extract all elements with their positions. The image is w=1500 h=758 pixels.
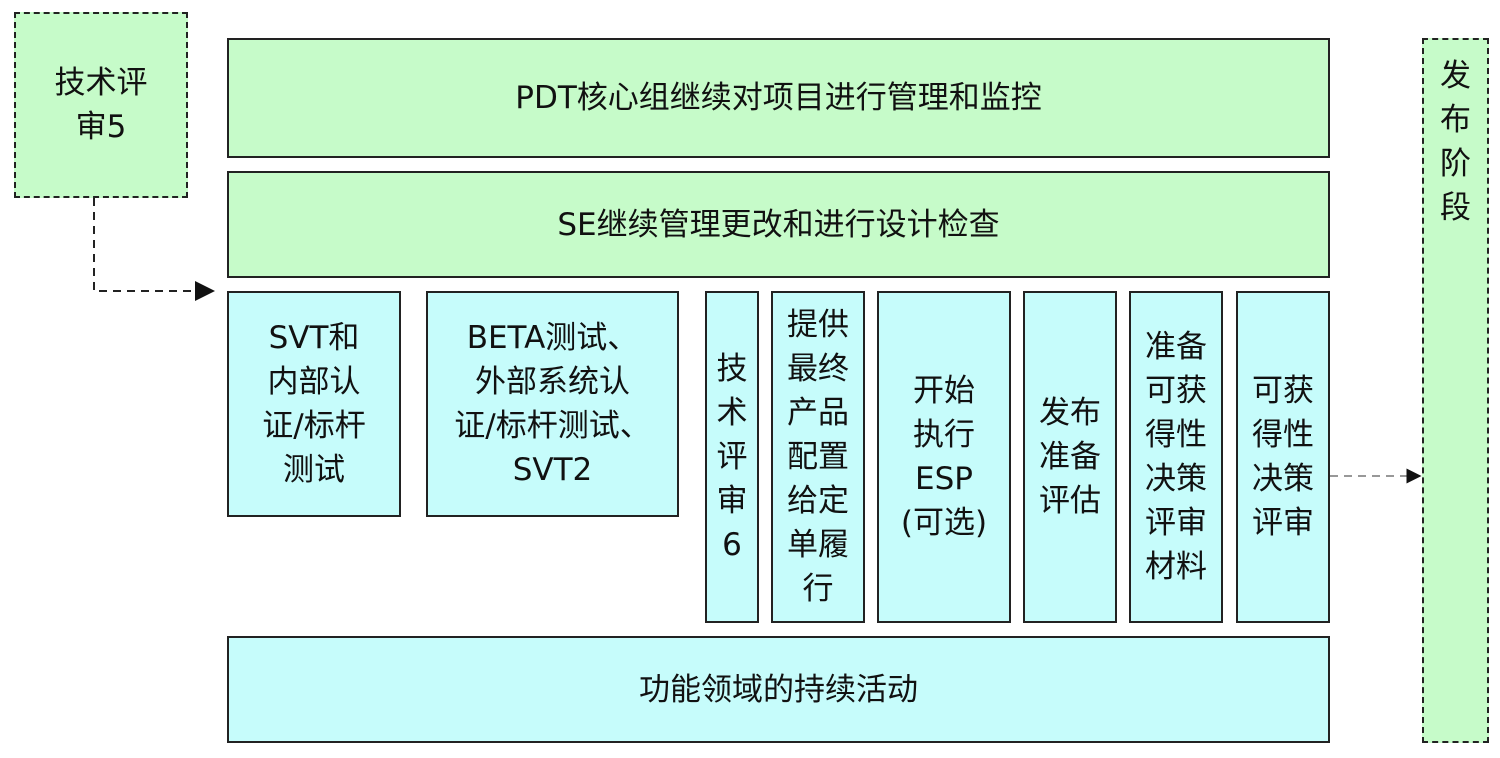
label: 内部认 (267, 364, 361, 400)
label: 行 (802, 571, 834, 607)
label: 证/标杆 (262, 408, 366, 444)
label: 术 (716, 395, 748, 431)
label: 提供 (787, 307, 849, 343)
label: 得性 (1145, 417, 1207, 453)
label: 准备 (1039, 439, 1101, 475)
label: 测试 (283, 452, 345, 488)
label: PDT核心组继续对项目进行管理和监控 (515, 80, 1042, 116)
label: 单履 (787, 527, 849, 563)
activity-release-prep: 发布准备评估 (1023, 291, 1117, 623)
label: 开始 (913, 373, 975, 409)
label: BETA测试、 (466, 320, 639, 356)
label: 得性 (1252, 417, 1314, 453)
label: 执行 (913, 417, 975, 453)
label: 评审 (1145, 505, 1207, 541)
label: 给定 (787, 483, 849, 519)
review5-arrow (93, 198, 215, 301)
label: 可获 (1252, 373, 1314, 409)
functional-box: 功能领域的持续活动 (227, 636, 1330, 743)
activity-esp: 开始执行 ESP (可选) (877, 291, 1011, 623)
label: 阶 (1440, 146, 1471, 182)
label: 技术评 (54, 65, 148, 101)
label: 功能领域的持续活动 (639, 671, 918, 708)
tech-review-5-box: 技术评 审5 (14, 12, 188, 198)
label: 决策 (1252, 461, 1314, 497)
label: 段 (1440, 190, 1471, 226)
label: 发 (1440, 58, 1471, 94)
label: SVT和 (268, 320, 360, 356)
label: 最终 (787, 351, 849, 387)
label: SVT2 (512, 452, 593, 488)
activity-beta: BETA测试、外部系统认证/标杆测试、 SVT2 (426, 291, 679, 517)
label: 发布 (1039, 395, 1101, 431)
label: 评估 (1039, 483, 1101, 519)
label: SE继续管理更改和进行设计检查 (557, 206, 1000, 243)
activity-final-config: 提供最终产品配置给定单履行 (771, 291, 865, 623)
label: 配置 (787, 439, 849, 475)
label: 产品 (787, 395, 849, 431)
label: 评审 (1252, 505, 1314, 541)
pdt-box: PDT核心组继续对项目进行管理和监控 (227, 38, 1330, 158)
se-box: SE继续管理更改和进行设计检查 (227, 171, 1330, 278)
label: 准备 (1145, 329, 1207, 365)
activity-adcp-materials: 准备可获得性决策评审材料 (1129, 291, 1223, 623)
label: (可选) (900, 505, 988, 541)
label: 布 (1440, 102, 1471, 138)
activity-svt: SVT和内部认证/标杆测试 (227, 291, 401, 517)
label: 外部系统认 (475, 364, 630, 400)
label: 技 (716, 351, 748, 387)
activity-tech-review-6: 技术评审 6 (705, 291, 759, 623)
label: 可获 (1145, 373, 1207, 409)
label: 决策 (1145, 461, 1207, 497)
activity-adcp: 可获得性决策评审 (1236, 291, 1330, 623)
label: 审5 (75, 109, 127, 145)
label: 评 (716, 439, 748, 475)
label: 材料 (1145, 549, 1207, 585)
release-phase-box: 发布阶段 (1422, 38, 1489, 743)
label: 审 (716, 483, 748, 519)
label: ESP (915, 461, 973, 497)
label: 6 (722, 527, 742, 563)
label: 证/标杆测试、 (454, 408, 651, 444)
